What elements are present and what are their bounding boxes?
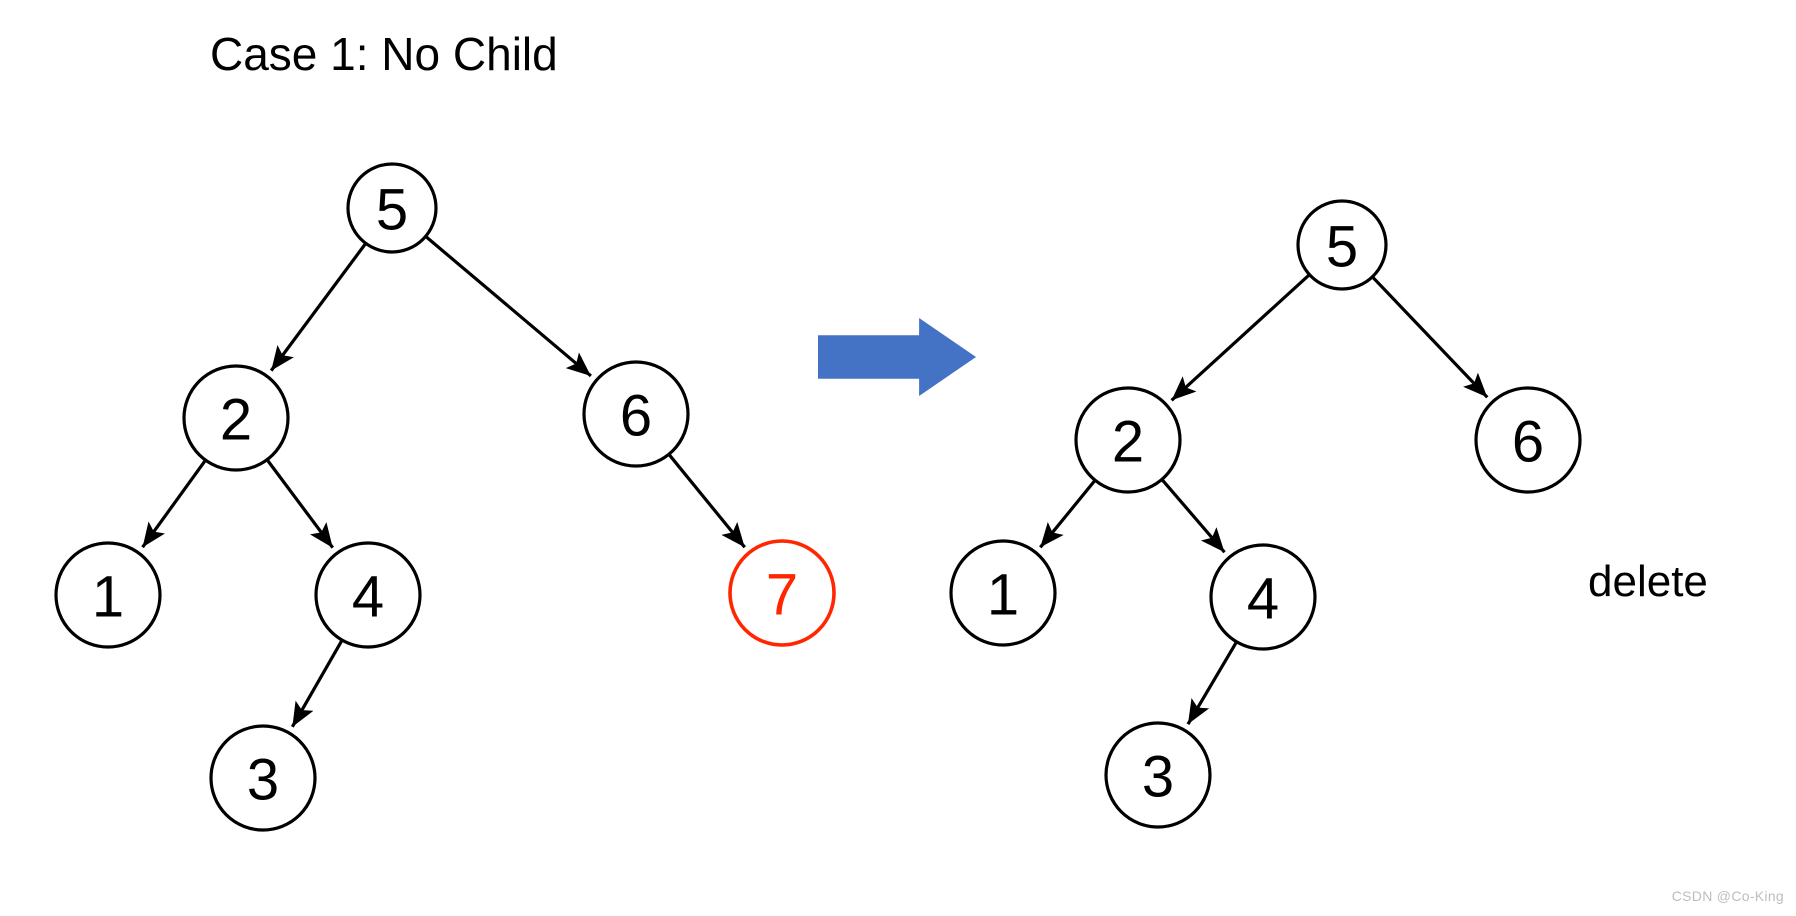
node-label: 3 [247, 748, 279, 813]
node-circle [728, 539, 836, 647]
node-circle [1209, 543, 1317, 651]
tree-edge-2-to-1 [1039, 480, 1096, 549]
tree-node-7-highlighted[interactable]: 7 [728, 539, 836, 647]
node-label: 4 [1247, 567, 1279, 632]
after-tree-nodes: 5 2 6 1 4 3 [949, 199, 1582, 829]
tree-edge-5-to-2 [269, 243, 367, 372]
tree-node-6[interactable]: 6 [1474, 386, 1582, 494]
tree-edge-5-to-6 [1371, 276, 1489, 399]
tree-node-4[interactable]: 4 [314, 541, 422, 649]
transition-arrow [818, 318, 976, 396]
node-label: 1 [987, 563, 1019, 628]
node-circle [582, 360, 690, 468]
node-circle [314, 541, 422, 649]
node-circle [182, 364, 290, 472]
watermark: CSDN @Co-King [1671, 888, 1784, 904]
node-label: 1 [92, 565, 124, 630]
tree-node-3[interactable]: 3 [1104, 721, 1212, 829]
tree-edge-2-to-4 [1161, 479, 1226, 554]
tree-node-2[interactable]: 2 [182, 364, 290, 472]
tree-node-5[interactable]: 5 [1296, 199, 1388, 291]
after-tree-edges [1039, 274, 1489, 725]
tree-node-4[interactable]: 4 [1209, 543, 1317, 651]
tree-edge-4-to-3 [290, 640, 344, 728]
node-label: 4 [352, 565, 384, 630]
node-label: 6 [1512, 410, 1544, 475]
page-title: Case 1: No Child [210, 28, 558, 80]
tree-node-3[interactable]: 3 [209, 724, 317, 832]
node-circle [1296, 199, 1388, 291]
before-tree-nodes: 5 2 6 1 4 3 7 [54, 162, 836, 832]
tree-node-5[interactable]: 5 [346, 162, 438, 254]
node-circle [346, 162, 438, 254]
node-label: 2 [220, 388, 252, 453]
node-label: 5 [376, 178, 408, 243]
tree-node-1[interactable]: 1 [54, 541, 162, 649]
node-circle [1104, 721, 1212, 829]
tree-node-2[interactable]: 2 [1074, 386, 1182, 494]
node-label: 2 [1112, 410, 1144, 475]
transition-arrow-shape [818, 318, 976, 396]
tree-edge-2-to-4 [266, 459, 335, 549]
node-circle [1074, 386, 1182, 494]
tree-edge-2-to-1 [141, 460, 207, 549]
node-circle [54, 541, 162, 649]
before-tree-edges [141, 235, 746, 728]
node-label: 6 [620, 384, 652, 449]
tree-edge-5-to-6 [425, 235, 592, 378]
node-label: 7 [766, 563, 798, 628]
node-circle [209, 724, 317, 832]
delete-annotation-label: delete [1588, 557, 1708, 606]
node-circle [949, 539, 1057, 647]
node-label: 5 [1326, 215, 1358, 280]
tree-node-6[interactable]: 6 [582, 360, 690, 468]
node-label: 3 [1142, 745, 1174, 810]
tree-edge-4-to-3 [1186, 641, 1238, 725]
node-circle [1474, 386, 1582, 494]
tree-edge-6-to-7 [668, 454, 746, 549]
tree-edge-5-to-2 [1170, 274, 1310, 402]
tree-node-1[interactable]: 1 [949, 539, 1057, 647]
